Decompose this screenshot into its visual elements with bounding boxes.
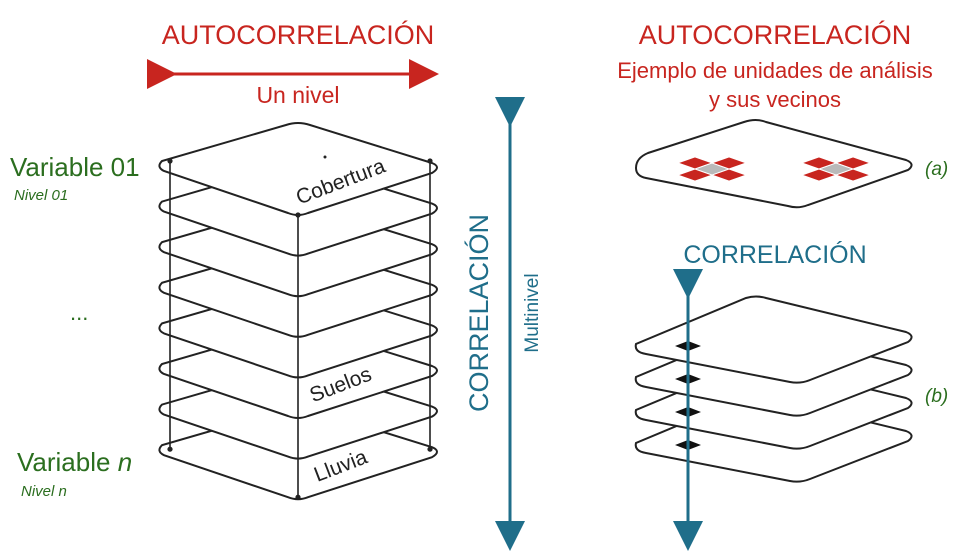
layer-plane: Cobertura [158,122,438,216]
right-subtitle-line1: Ejemplo de unidades de análisis [617,58,933,83]
connector-node [295,212,301,218]
neighbor-cross-right [800,156,872,182]
variable-bottom-label: Variable n [17,447,132,477]
right-correlation-label: CORRELACIÓN [683,240,866,269]
connector-node [295,494,301,500]
tag-b: (b) [925,386,948,407]
multilevel-label: Multinivel [522,273,543,352]
variable-bottom-word: Variable [17,447,110,477]
marker-dot [323,155,327,159]
connector-node [167,446,173,452]
neighbor-cell [710,156,748,170]
neighbor-cell [834,156,872,170]
level-bottom-label: Nivel n [21,483,67,500]
connector-node [427,446,433,452]
plane-outline [634,295,913,384]
left-title: AUTOCORRELACIÓN [162,19,435,50]
variable-top-label: Variable 01 [10,152,140,182]
correlation-stack [634,269,913,551]
variable-bottom-n: n [118,447,132,477]
neighbor-cross-left [676,156,748,182]
neighbor-cell [710,168,748,182]
neighbor-cell [676,168,714,182]
neighbor-cell [800,168,838,182]
right-title: AUTOCORRELACIÓN [639,19,912,50]
connector-node [167,158,173,164]
tag-a: (a) [925,159,948,180]
right-subtitle-line2: y sus vecinos [709,87,841,112]
single-level-label: Un nivel [256,82,339,108]
level-top-label: Nivel 01 [14,187,68,204]
layer-outline [158,122,438,216]
ellipsis-label: ... [70,300,88,325]
connector-node [427,158,433,164]
correlation-vertical-label: CORRELACIÓN [463,214,494,412]
neighborhood-plane [634,119,913,209]
neighbor-cell [834,168,872,182]
